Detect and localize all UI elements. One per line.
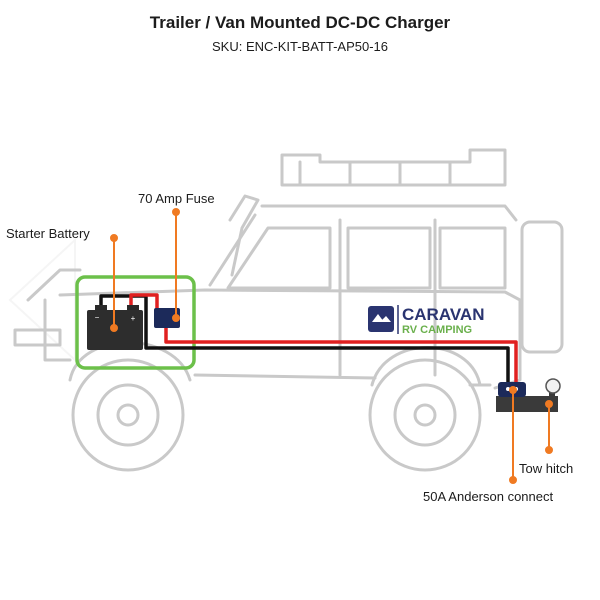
- fuse-block: [154, 308, 180, 328]
- anderson-label: 50A Anderson connect: [423, 489, 554, 504]
- svg-text:+: +: [131, 314, 136, 323]
- tow-hitch-label: Tow hitch: [519, 461, 574, 476]
- negative-wire: [99, 294, 510, 386]
- logo-line2: RV CAMPING: [402, 324, 472, 336]
- engine-bay-highlight: [75, 275, 196, 370]
- callout-lines: [110, 208, 553, 484]
- diagram-title: Trailer / Van Mounted DC-DC Charger: [149, 13, 451, 32]
- logo-line1: CARAVAN: [402, 305, 484, 324]
- starter-battery-label: Starter Battery: [6, 226, 90, 241]
- tow-bar: [496, 396, 558, 412]
- svg-text:−: −: [95, 313, 100, 322]
- watermark: [8, 237, 76, 363]
- fuse-label: 70 Amp Fuse: [138, 191, 215, 206]
- sku-label: SKU: ENC-KIT-BATT-AP50-16: [211, 39, 389, 54]
- tow-ball-icon: [545, 378, 561, 400]
- vehicle-outline: [13, 148, 564, 472]
- caravan-rv-logo: CARAVAN RV CAMPING: [368, 305, 484, 336]
